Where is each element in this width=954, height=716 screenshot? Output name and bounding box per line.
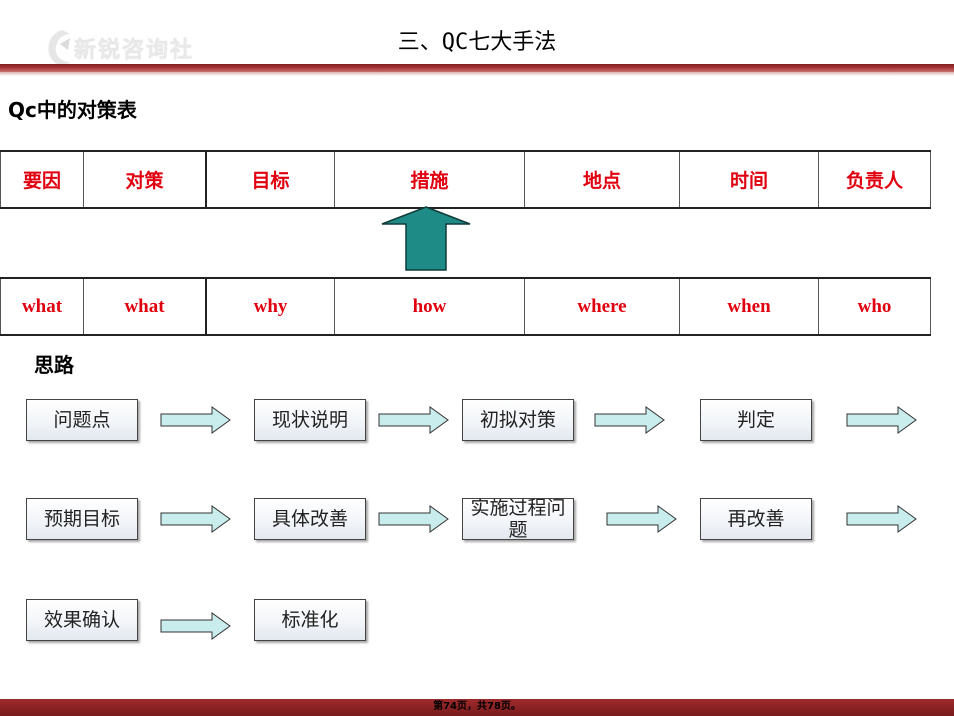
- right-arrow-icon: [594, 406, 665, 434]
- logo-text: 新锐咨询社: [74, 37, 195, 63]
- flow-box-expected-target: 预期目标: [26, 498, 138, 540]
- header-banner: [0, 64, 954, 72]
- company-logo: [48, 30, 70, 65]
- table-cell-cn: 负责人: [818, 152, 931, 207]
- flow-box-status: 现状说明: [254, 399, 366, 441]
- right-arrow-icon: [378, 406, 449, 434]
- section-label-thinking: 思路: [34, 353, 74, 377]
- table-cell-cn: 目标: [205, 152, 334, 207]
- table-cell-cn: 地点: [524, 152, 679, 207]
- right-arrow-icon: [606, 505, 677, 533]
- table-cell-cn: 时间: [679, 152, 818, 207]
- flow-box-draft-countermeasure: 初拟对策: [462, 399, 574, 441]
- countermeasure-table-cn: 要因 对策 目标 措施 地点 时间 负责人: [0, 150, 931, 209]
- table-cell-en: where: [524, 279, 679, 334]
- slide-title: 三、QC七大手法: [397, 30, 557, 55]
- right-arrow-icon: [378, 505, 449, 533]
- flow-box-problem: 问题点: [26, 399, 138, 441]
- countermeasure-table-en: what what why how where when who: [0, 277, 931, 336]
- right-arrow-icon: [846, 505, 917, 533]
- table-cell-cn: 措施: [334, 152, 524, 207]
- flow-box-improvement: 具体改善: [254, 498, 366, 540]
- right-arrow-icon: [160, 612, 231, 640]
- header-banner-shadow: [0, 72, 954, 76]
- flow-box-judgement: 判定: [700, 399, 812, 441]
- table-cell-en: when: [679, 279, 818, 334]
- table-cell-en: what: [83, 279, 205, 334]
- table-cell-cn: 要因: [0, 152, 83, 207]
- page-indicator: 第74页，共78页。: [433, 701, 521, 712]
- table-cell-en: why: [205, 279, 334, 334]
- flow-box-standardize: 标准化: [254, 599, 366, 641]
- up-arrow-icon: [381, 206, 471, 271]
- right-arrow-icon: [160, 505, 231, 533]
- footer-banner: [0, 699, 954, 716]
- table-cell-cn: 对策: [83, 152, 205, 207]
- right-arrow-icon: [160, 406, 231, 434]
- right-arrow-icon: [846, 406, 917, 434]
- flow-box-effect-confirm: 效果确认: [26, 599, 138, 641]
- flow-box-implementation-issue: 实施过程问题: [462, 498, 574, 540]
- table-cell-en: what: [0, 279, 83, 334]
- table-cell-en: who: [818, 279, 931, 334]
- flow-box-re-improvement: 再改善: [700, 498, 812, 540]
- table-cell-en: how: [334, 279, 524, 334]
- slide-subtitle: Qc中的对策表: [8, 98, 137, 122]
